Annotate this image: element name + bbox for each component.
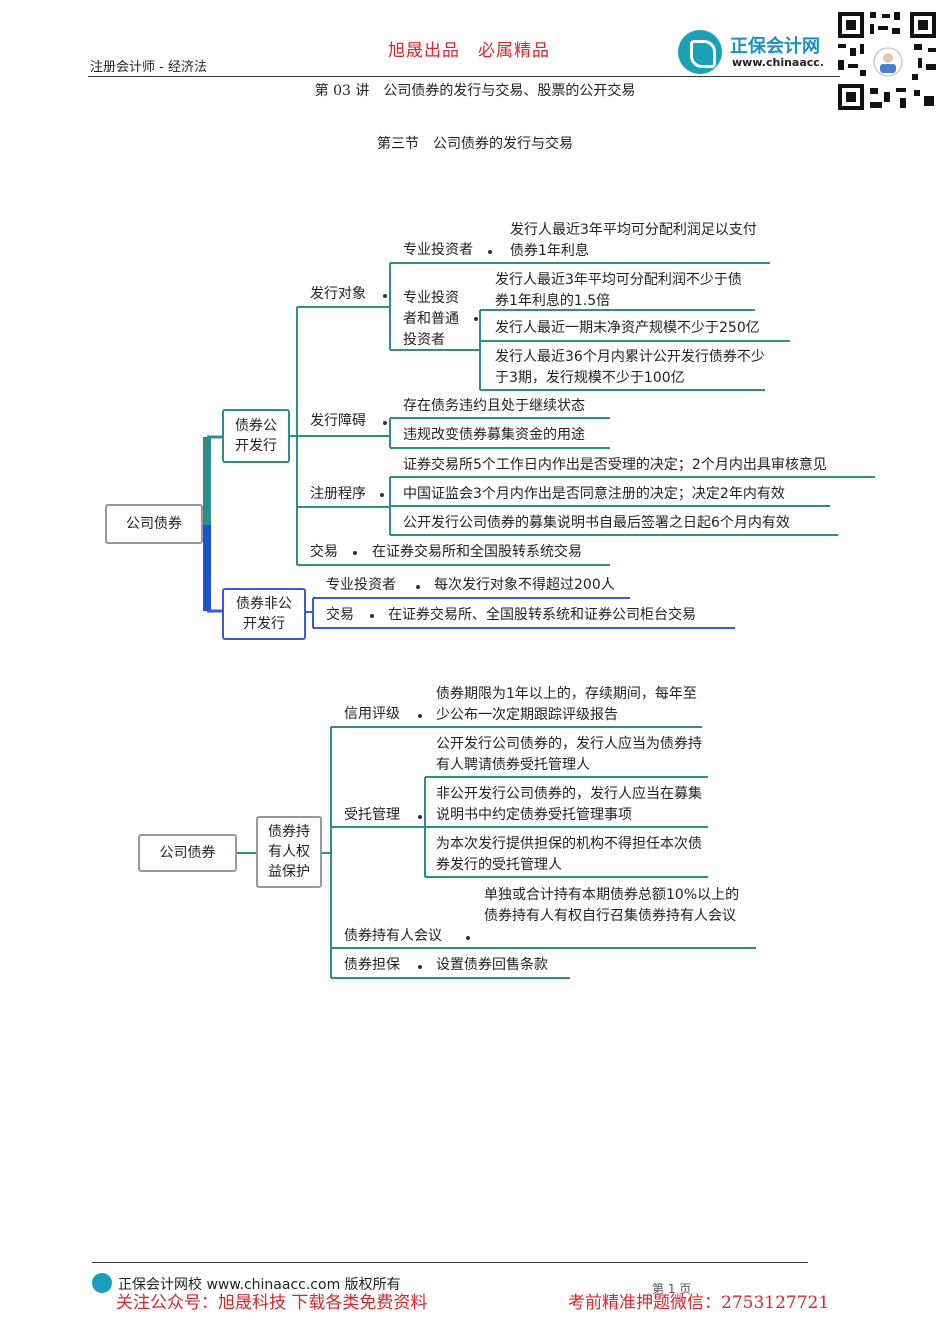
page-number: 第 1 页 xyxy=(652,1282,692,1296)
bullet-dot xyxy=(416,585,420,589)
general-investor-label: 专业投资者和普通投资者 xyxy=(403,290,459,348)
obstacle-item-1: 存在债务违约且处于继续状态 xyxy=(403,398,585,414)
bullet-dot xyxy=(418,714,422,718)
obstacle-item-2: 违规改变债券募集资金的用途 xyxy=(403,427,585,443)
professional-investor-label: 专业投资者 xyxy=(403,242,473,258)
registration-item-2: 中国证监会3个月内作出是否同意注册的决定；决定2年内有效 xyxy=(403,486,785,502)
bullet-dot xyxy=(488,250,492,254)
map1-root-node: 公司债券 xyxy=(105,504,203,544)
footer-rule xyxy=(92,1262,808,1263)
bullet-dot xyxy=(383,421,387,425)
registration-item-3: 公开发行公司债券的募集说明书自最后签署之日起6个月内有效 xyxy=(403,515,790,531)
trustee-item-2: 非公开发行公司债券的，发行人应当在募集说明书中约定债券受托管理事项 xyxy=(436,786,702,823)
header-course-label: 注册会计师 - 经济法 xyxy=(90,60,207,75)
guarantee-label: 债券担保 xyxy=(344,957,400,973)
credit-rating-label: 信用评级 xyxy=(344,706,400,722)
issue-obstacles-label: 发行障碍 xyxy=(310,413,366,429)
credit-rating-item: 债券期限为1年以上的，存续期间，每年至少公布一次定期跟踪评级报告 xyxy=(436,686,697,723)
trustee-item-3: 为本次发行提供担保的机构不得担任本次债券发行的受托管理人 xyxy=(436,836,702,873)
public-trading-label: 交易 xyxy=(310,544,338,560)
private-trading-label: 交易 xyxy=(326,607,354,623)
trustee-label: 受托管理 xyxy=(344,807,400,823)
registration-label: 注册程序 xyxy=(310,486,366,502)
footer-promo-right: 考前精准押题微信：2753127721 xyxy=(568,1293,830,1313)
header-rule xyxy=(88,76,840,77)
private-issuance-node: 债券非公开发行 xyxy=(222,588,306,640)
guarantee-item: 设置债券回售条款 xyxy=(436,957,548,973)
general-condition-2: 发行人最近一期末净资产规模不少于250亿 xyxy=(495,320,760,336)
bullet-dot xyxy=(380,493,384,497)
logo-name: 正保会计网 xyxy=(730,36,820,57)
bullet-dot xyxy=(353,551,357,555)
footer-copyright: 正保会计网校 www.chinaacc.com 版权所有 xyxy=(118,1277,401,1293)
registration-item-1: 证券交易所5个工作日内作出是否受理的决定；2个月内出具审核意见 xyxy=(403,457,827,473)
bullet-dot xyxy=(466,936,470,940)
section-title: 第三节 公司债券的发行与交易 xyxy=(377,136,573,152)
map2-root-node: 公司债券 xyxy=(138,834,237,872)
general-condition-3: 发行人最近36个月内累计公开发行债券不少于3期，发行规模不少于100亿 xyxy=(495,349,765,386)
public-issuance-node: 债券公开发行 xyxy=(222,409,290,463)
map1-connectors xyxy=(203,262,875,629)
logo-icon xyxy=(678,30,722,74)
holder-protection-node: 债券持有人权益保护 xyxy=(256,816,322,888)
bullet-dot xyxy=(418,965,422,969)
private-professional-item: 每次发行对象不得超过200人 xyxy=(434,577,615,593)
holder-meeting-label: 债券持有人会议 xyxy=(344,928,442,944)
bullet-dot xyxy=(383,294,387,298)
logo-url: www.chinaacc. xyxy=(732,56,824,69)
footer-logo-icon xyxy=(92,1273,112,1293)
brand-logo: 正保会计网 www.chinaacc. xyxy=(678,30,838,74)
trustee-item-1: 公开发行公司债券的，发行人应当为债券持有人聘请债券受托管理人 xyxy=(436,736,702,773)
lecture-title: 第 03 讲 公司债券的发行与交易、股票的公开交易 xyxy=(314,83,636,99)
private-professional-label: 专业投资者 xyxy=(326,577,396,593)
header-slogan: 旭晟出品 必属精品 xyxy=(388,41,550,61)
qr-code-icon xyxy=(834,8,940,114)
bullet-dot xyxy=(370,614,374,618)
professional-investor-condition: 发行人最近3年平均可分配利润足以支付债券1年利息 xyxy=(510,222,757,259)
public-trading-item: 在证券交易所和全国股转系统交易 xyxy=(372,544,582,560)
bullet-dot xyxy=(474,317,478,321)
map2-connectors xyxy=(237,726,756,979)
bullet-dot xyxy=(418,815,422,819)
holder-meeting-item: 单独或合计持有本期债券总额10%以上的债券持有人有权自行召集债券持有人会议 xyxy=(484,887,740,924)
general-condition-1: 发行人最近3年平均可分配利润不少于债券1年利息的1.5倍 xyxy=(495,272,742,309)
private-trading-item: 在证券交易所、全国股转系统和证券公司柜台交易 xyxy=(388,607,696,623)
footer-promo-left: 关注公众号：旭晟科技 下载各类免费资料 xyxy=(116,1293,428,1313)
issue-targets-label: 发行对象 xyxy=(310,286,366,302)
